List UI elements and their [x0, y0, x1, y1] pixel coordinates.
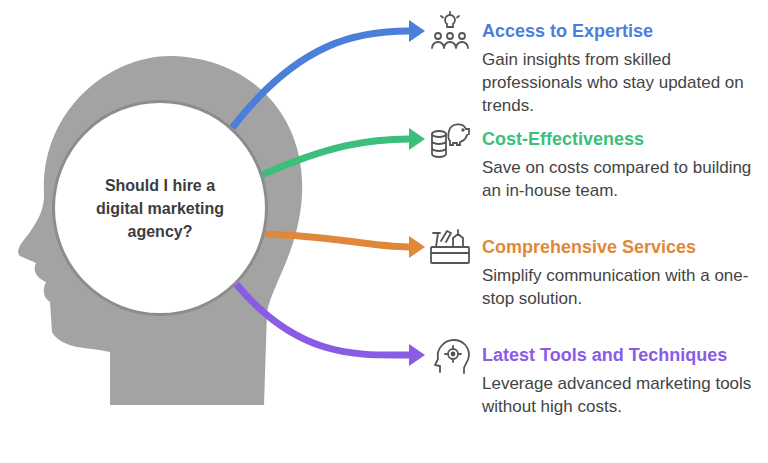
- arrow-connector: [236, 284, 425, 366]
- arrow-line: [265, 234, 409, 247]
- head-silhouette: [18, 56, 302, 405]
- arrow-head: [409, 344, 425, 366]
- benefit-box: Latest Tools and TechniquesLeverage adva…: [425, 344, 765, 418]
- benefit-description: Simplify communication with a one-stop s…: [482, 264, 765, 310]
- arrow-head: [409, 20, 425, 42]
- benefit-description: Save on costs compared to building an in…: [482, 156, 765, 202]
- expertise-icon: [432, 12, 468, 48]
- arrow-connector: [263, 128, 425, 175]
- benefit-description: Gain insights from skilled professionals…: [482, 48, 765, 117]
- arrow-head: [409, 128, 425, 150]
- arrow-line: [263, 139, 409, 175]
- services-icon: [431, 230, 469, 263]
- question-circle: Should I hire a digital marketing agency…: [52, 100, 268, 316]
- benefit-heading: Latest Tools and Techniques: [482, 344, 765, 366]
- benefit-heading: Comprehensive Services: [482, 236, 765, 258]
- arrow-connector: [265, 234, 425, 258]
- arrow-connector: [232, 20, 425, 128]
- benefit-heading: Cost-Effectiveness: [482, 128, 765, 150]
- question-text: Should I hire a digital marketing agency…: [85, 174, 235, 243]
- benefit-box: Access to ExpertiseGain insights from sk…: [425, 20, 765, 117]
- benefit-description: Leverage advanced marketing tools withou…: [482, 372, 765, 418]
- tools-icon: [435, 340, 469, 373]
- cost-icon: [432, 124, 469, 157]
- benefit-heading: Access to Expertise: [482, 20, 765, 42]
- arrow-line: [232, 31, 409, 128]
- arrow-line: [236, 284, 409, 355]
- benefit-box: Comprehensive ServicesSimplify communica…: [425, 236, 765, 310]
- benefit-box: Cost-EffectivenessSave on costs compared…: [425, 128, 765, 202]
- arrow-head: [409, 236, 425, 258]
